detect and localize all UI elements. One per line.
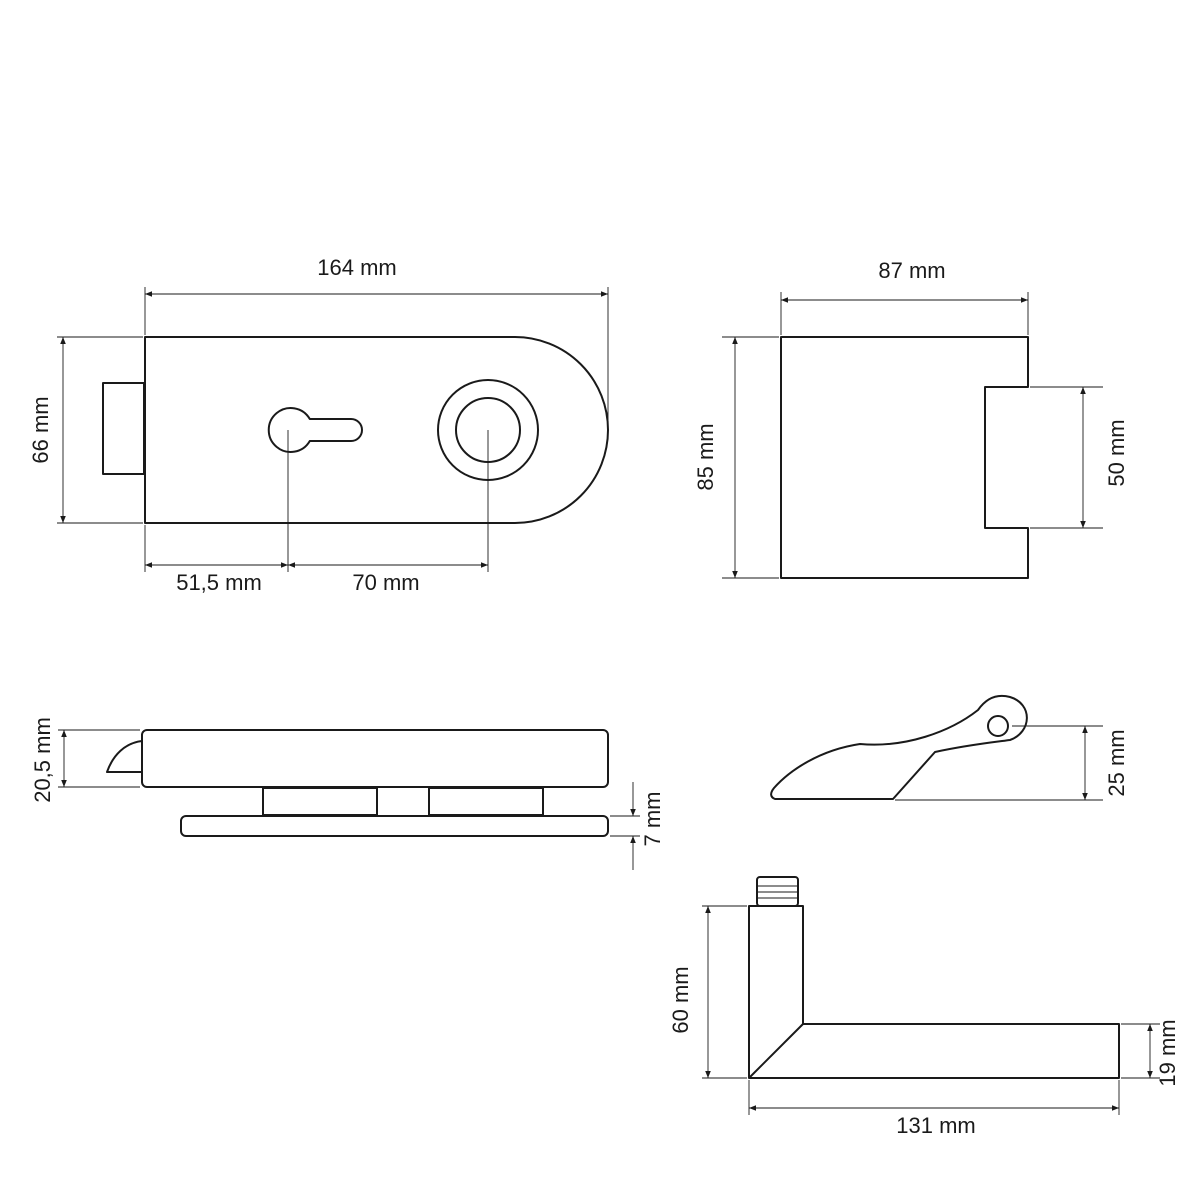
height-label: 66 mm <box>28 396 53 463</box>
strike-width-label: 87 mm <box>878 258 945 283</box>
strike-plate-outline <box>780 336 1029 579</box>
latch-height-label: 25 mm <box>1104 729 1129 796</box>
spacer-block-left <box>262 787 378 816</box>
keyhole <box>267 407 363 453</box>
spacer-block-right <box>428 787 544 816</box>
latch-tongue-side <box>106 740 143 773</box>
lock-side-body <box>141 729 609 788</box>
lock-side-view: 20,5 mm 7 mm <box>30 717 665 870</box>
latch-pivot-hole <box>987 715 1009 737</box>
keyhole-offset-label: 51,5 mm <box>176 570 262 595</box>
lever-handle-view: 60 mm 131 mm 19 mm <box>668 876 1180 1138</box>
latch-view: 25 mm <box>770 694 1129 801</box>
latch-bolt <box>102 382 145 475</box>
spindle-spacing-label: 70 mm <box>352 570 419 595</box>
lever-bend-line <box>748 1023 804 1079</box>
strike-height-label: 85 mm <box>693 423 718 490</box>
latch-outline <box>770 694 1028 800</box>
base-plate <box>180 815 609 837</box>
spindle-tip <box>756 876 799 907</box>
recess-height-label: 50 mm <box>1104 419 1129 486</box>
lever-length-label: 131 mm <box>896 1113 975 1138</box>
rose-height-label: 60 mm <box>668 966 693 1033</box>
lock-front-view: 164 mm 66 mm 51,5 mm 70 mm <box>28 255 609 595</box>
base-thickness-label: 7 mm <box>640 792 665 847</box>
lever-thickness-label: 19 mm <box>1155 1019 1180 1086</box>
strike-plate-view: 87 mm 85 mm 50 mm <box>693 258 1129 579</box>
lever-outline <box>748 905 1120 1079</box>
width-label: 164 mm <box>317 255 396 280</box>
body-thickness-label: 20,5 mm <box>30 717 55 803</box>
